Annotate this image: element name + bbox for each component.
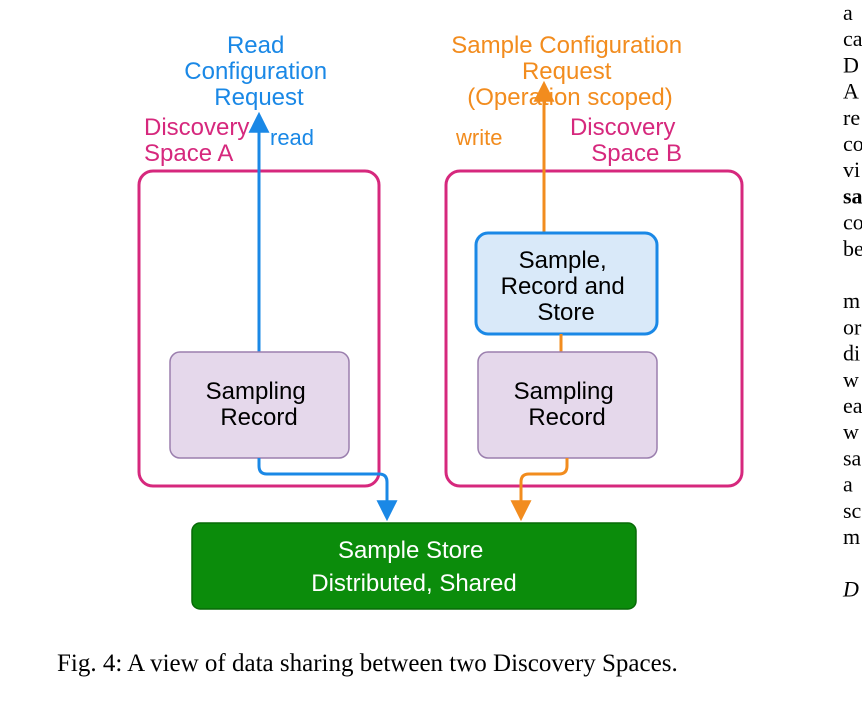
sampling-record-a-label: Sampling Record — [206, 378, 313, 431]
discovery-space-b-label: Discovery Space B — [570, 114, 682, 167]
sampling-record-b-label: Sampling Record — [514, 378, 621, 431]
discovery-space-b-box — [444, 169, 744, 488]
right-column-line: ca — [843, 26, 862, 51]
right-column-line: sa — [843, 445, 862, 470]
right-column-line: m — [843, 524, 860, 549]
right-column-line: sa — [843, 183, 862, 208]
right-column-line: co — [843, 210, 862, 235]
right-column-line: m — [843, 288, 860, 313]
write-edge-label: write — [455, 125, 502, 150]
read-request-label: Read Configuration Request — [184, 32, 333, 111]
right-column-line: D — [843, 52, 859, 77]
right-column-line: or — [843, 314, 862, 339]
right-column-line: co — [843, 131, 862, 156]
sample-request-label: Sample Configuration Request (Operation … — [451, 32, 688, 111]
right-column-line: be — [843, 236, 862, 261]
discovery-space-a-label: Discovery Space A — [144, 114, 256, 167]
right-column-line: sc — [843, 498, 862, 523]
right-column-line: D — [842, 576, 859, 601]
read-edge-label: read — [270, 125, 314, 150]
sample-record-store-label: Sample, Record and Store — [501, 247, 632, 326]
record-a-to-store-arrow — [257, 458, 398, 522]
record-b-to-store-arrow — [510, 458, 569, 522]
right-column-line: ea — [843, 393, 862, 418]
sample-record-store-box — [474, 231, 659, 336]
sample-store-label: Sample Store Distributed, Shared — [311, 537, 516, 597]
right-column-line: w — [843, 367, 859, 392]
right-column-line: a — [843, 0, 853, 25]
right-column-line: w — [843, 419, 859, 444]
right-column-line: di — [843, 341, 860, 366]
sample-store-box — [191, 522, 637, 610]
right-column-line: a — [843, 472, 853, 497]
figure-caption: Fig. 4: A view of data sharing between t… — [57, 650, 678, 677]
right-column-line: re — [843, 105, 860, 130]
right-column-line: vi — [843, 157, 860, 182]
right-column-line: A — [843, 79, 859, 104]
